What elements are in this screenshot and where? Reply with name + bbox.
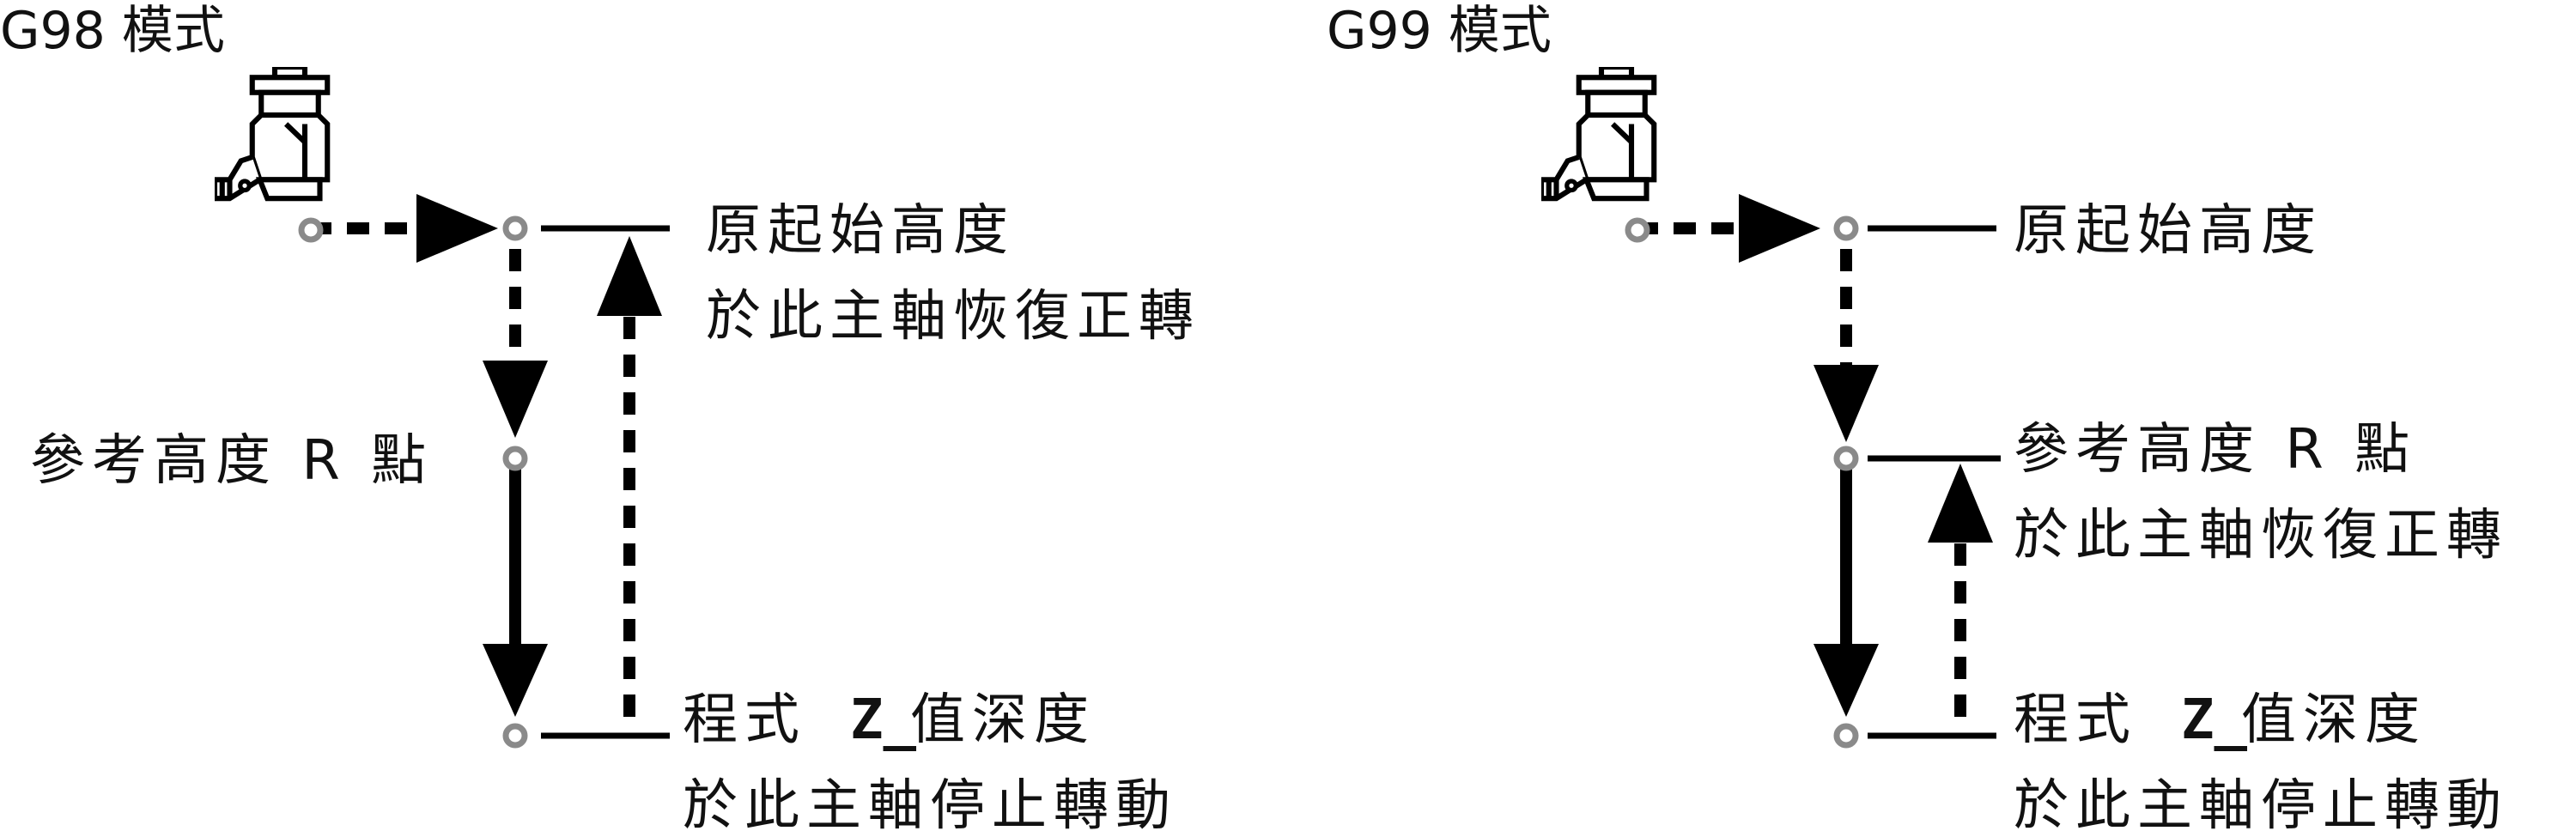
g98-r-point-label: 參考高度 R 點 <box>30 429 433 493</box>
g98-z-depth-label: 值深度 <box>910 688 1096 752</box>
feed-down-arrowhead <box>1814 644 1879 717</box>
initial-point-node-icon <box>502 215 528 241</box>
rapid-approach-arrowhead <box>1739 194 1820 263</box>
g99-z-program-label: 程式 <box>2014 688 2137 752</box>
rapid-retract-arrowhead <box>1928 464 1993 543</box>
g98-spindle-resume-label: 於此主軸恢復正轉 <box>706 285 1200 349</box>
spindle-tool-icon <box>215 67 327 198</box>
g99-z-letter: Z_ <box>2181 688 2248 752</box>
r-point-node-icon <box>1833 446 1859 471</box>
g99-initial-height-label: 原起始高度 <box>2014 199 2323 263</box>
tool-tip-node-icon <box>298 217 324 243</box>
g99-z-depth-label: 值深度 <box>2241 688 2427 752</box>
rapid-down-arrowhead <box>483 361 548 438</box>
g99-spindle-resume-label: 於此主軸恢復正轉 <box>2014 504 2508 567</box>
g98-panel: G98 模式 原起始高度 於此主軸恢復正轉 參考高度 R 點 程式 Z_ 值深度… <box>0 1 1200 831</box>
initial-point-node-icon <box>1833 215 1859 241</box>
z-point-node-icon <box>502 723 528 749</box>
g98-spindle-stop-label: 於此主軸停止轉動 <box>683 774 1177 831</box>
g99-spindle-stop-label: 於此主軸停止轉動 <box>2014 774 2508 831</box>
g98-initial-height-label: 原起始高度 <box>706 199 1015 263</box>
r-point-node-icon <box>502 446 528 471</box>
rapid-down-arrowhead <box>1814 365 1879 442</box>
tool-tip-node-icon <box>1625 217 1650 243</box>
g98-title: G98 模式 <box>0 1 225 61</box>
spindle-tool-icon <box>1541 67 1654 198</box>
feed-down-arrowhead <box>483 644 548 717</box>
g99-r-point-label: 參考高度 R 點 <box>2014 418 2416 482</box>
rapid-approach-arrowhead <box>416 194 498 263</box>
g99-title: G99 模式 <box>1327 1 1552 61</box>
rapid-retract-arrowhead <box>597 236 662 316</box>
z-point-node-icon <box>1833 723 1859 749</box>
g98-z-letter: Z_ <box>850 688 917 752</box>
g98-z-program-label: 程式 <box>683 688 806 752</box>
g99-panel: G99 模式 原起始高度 參考高度 R 點 於此主軸恢復正轉 程式 Z_ 值深度… <box>1327 1 2508 831</box>
